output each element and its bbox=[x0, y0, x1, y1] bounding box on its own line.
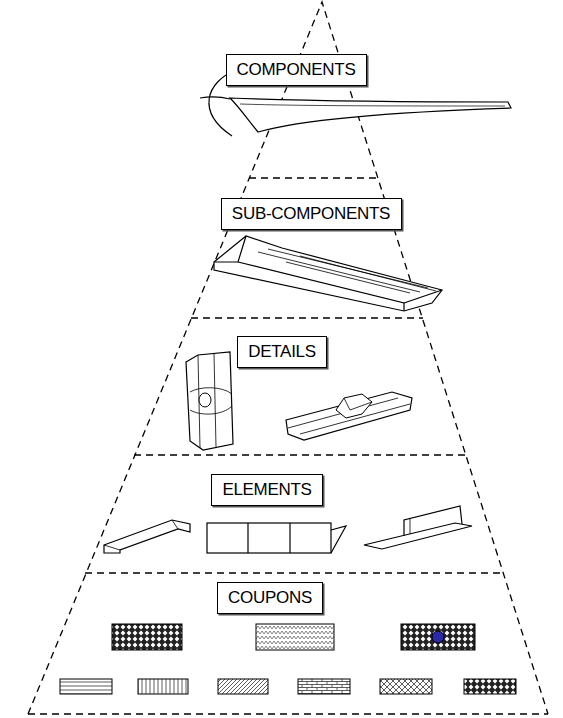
tier-label: SUB-COMPONENTS bbox=[231, 203, 392, 225]
tier-label: ELEMENTS bbox=[221, 479, 313, 501]
tier-label-box: COMPONENTS bbox=[226, 54, 367, 86]
tier-label-box: DETAILS bbox=[237, 336, 327, 368]
tier-label: COUPONS bbox=[227, 587, 313, 609]
tier-label-box: ELEMENTS bbox=[211, 474, 323, 506]
tier-label-box: COUPONS bbox=[217, 582, 323, 614]
tier-label: DETAILS bbox=[247, 341, 317, 363]
tier-label: COMPONENTS bbox=[236, 59, 357, 81]
tier-label-box: SUB-COMPONENTS bbox=[221, 198, 402, 230]
